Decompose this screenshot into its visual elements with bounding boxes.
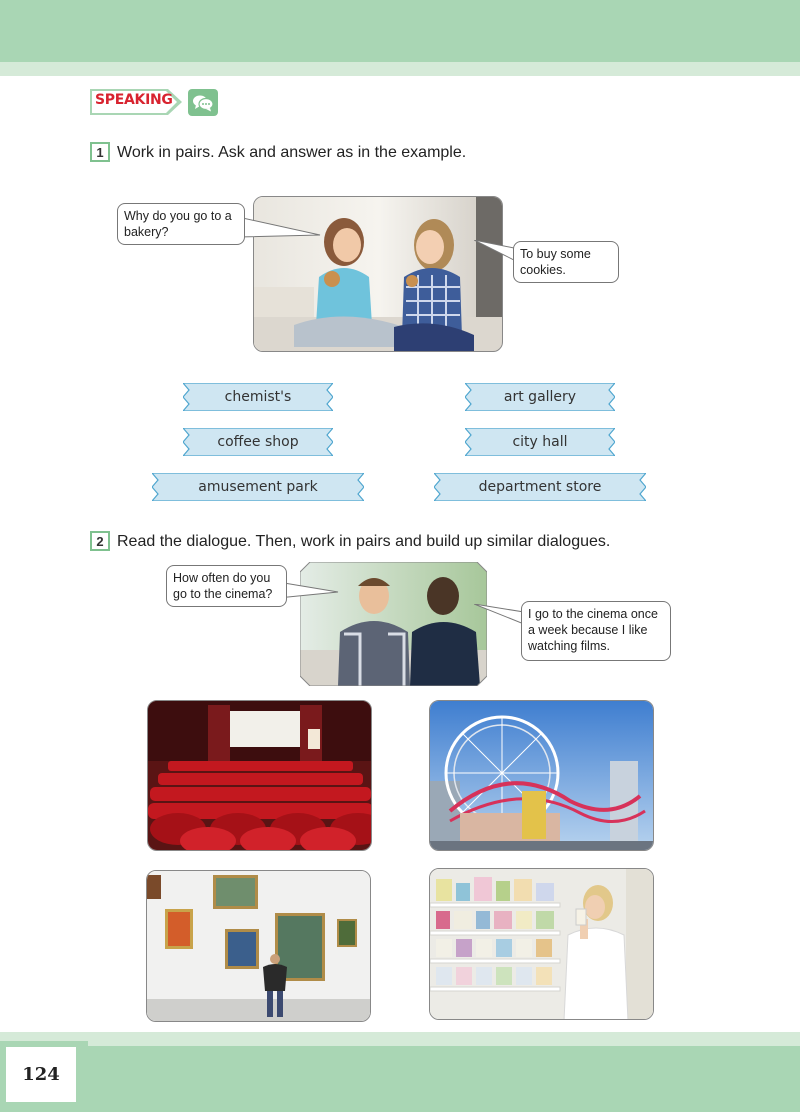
section-label: SPEAKING (95, 92, 173, 108)
exercise-1-number: 1 (90, 142, 110, 162)
speech-bubble-question: How often do you go to the cinema? (166, 565, 287, 607)
place-ribbon: department store (434, 473, 646, 501)
art-gallery-photo (146, 870, 371, 1022)
exercise-1-instruction: Work in pairs. Ask and answer as in the … (117, 144, 467, 161)
place-ribbon: city hall (465, 428, 615, 456)
chat-bubbles-icon (188, 89, 218, 116)
speech-bubble-answer: I go to the cinema once a week because I… (521, 601, 671, 661)
men-talking-photo (300, 562, 487, 686)
bubble-3-tail (278, 581, 339, 599)
exercise-2-number: 2 (90, 531, 110, 551)
place-label: coffee shop (217, 434, 299, 450)
bottom-band (0, 1046, 800, 1112)
place-label: city hall (512, 434, 568, 450)
place-label: art gallery (503, 389, 577, 405)
speaking-tag: SPEAKING (90, 89, 182, 115)
girls-eating-cookies-photo (253, 196, 503, 352)
page-number: 124 (6, 1047, 76, 1102)
cinema-photo (147, 700, 372, 851)
bubble-1-tail (238, 216, 321, 238)
place-label: amusement park (198, 479, 318, 495)
place-ribbon: art gallery (465, 383, 615, 411)
bubble-2-tail (474, 240, 514, 261)
bubble-4-tail (474, 604, 524, 625)
place-ribbon: amusement park (152, 473, 364, 501)
place-ribbon: chemist's (183, 383, 333, 411)
speech-bubble-question: Why do you go to a bakery? (117, 203, 245, 245)
page-number-box: 124 (0, 1041, 88, 1112)
place-label: chemist's (224, 389, 292, 405)
amusement-park-photo (429, 700, 654, 851)
chemist-shop-photo (429, 868, 654, 1020)
place-label: department store (478, 479, 602, 495)
exercise-2-instruction: Read the dialogue. Then, work in pairs a… (117, 533, 611, 550)
speech-bubble-answer: To buy some cookies. (513, 241, 619, 283)
place-ribbon: coffee shop (183, 428, 333, 456)
top-band (0, 0, 800, 62)
top-band-stripe (0, 62, 800, 76)
bottom-band-stripe (0, 1032, 800, 1046)
